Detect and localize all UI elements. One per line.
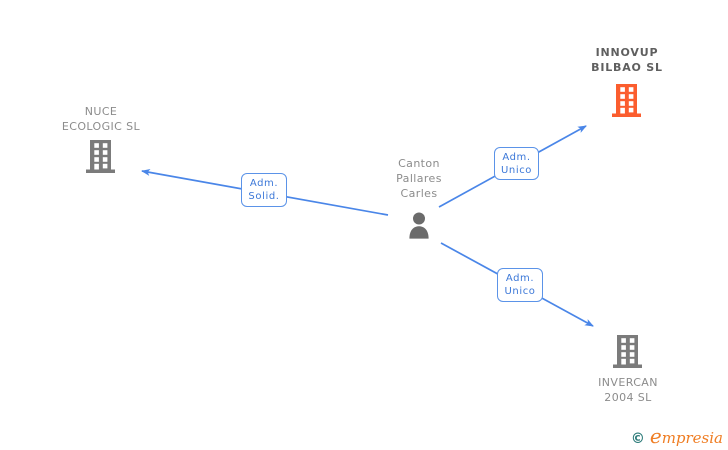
copyright-icon: © — [630, 431, 645, 447]
company-node-innovup-bilbao[interactable]: INNOVUP BILBAO SL — [567, 45, 687, 117]
relation-badge-adm-unico-innovup: Adm. Unico — [494, 147, 539, 180]
person-name: Canton Pallares Carles — [396, 157, 442, 200]
building-icon-highlighted — [612, 84, 641, 117]
company-node-invercan-2004[interactable]: INVERCAN 2004 SL — [568, 335, 688, 405]
company-node-nuce-ecologic[interactable]: NUCE ECOLOGIC SL — [41, 104, 161, 173]
brand-name: empresia — [649, 424, 723, 448]
building-icon — [86, 140, 115, 173]
person-icon — [409, 212, 429, 239]
empresia-logo[interactable]: © empresia — [631, 427, 723, 447]
company-name: INNOVUP BILBAO SL — [591, 46, 663, 74]
person-node-canton-pallares[interactable]: Canton Pallares Carles — [366, 156, 472, 239]
company-name: INVERCAN 2004 SL — [598, 376, 658, 404]
building-icon — [613, 335, 642, 368]
company-name: NUCE ECOLOGIC SL — [61, 105, 141, 133]
relation-badge-adm-solid: Adm. Solid. — [241, 173, 287, 207]
relation-badge-adm-unico-invercan: Adm. Unico — [497, 268, 543, 302]
